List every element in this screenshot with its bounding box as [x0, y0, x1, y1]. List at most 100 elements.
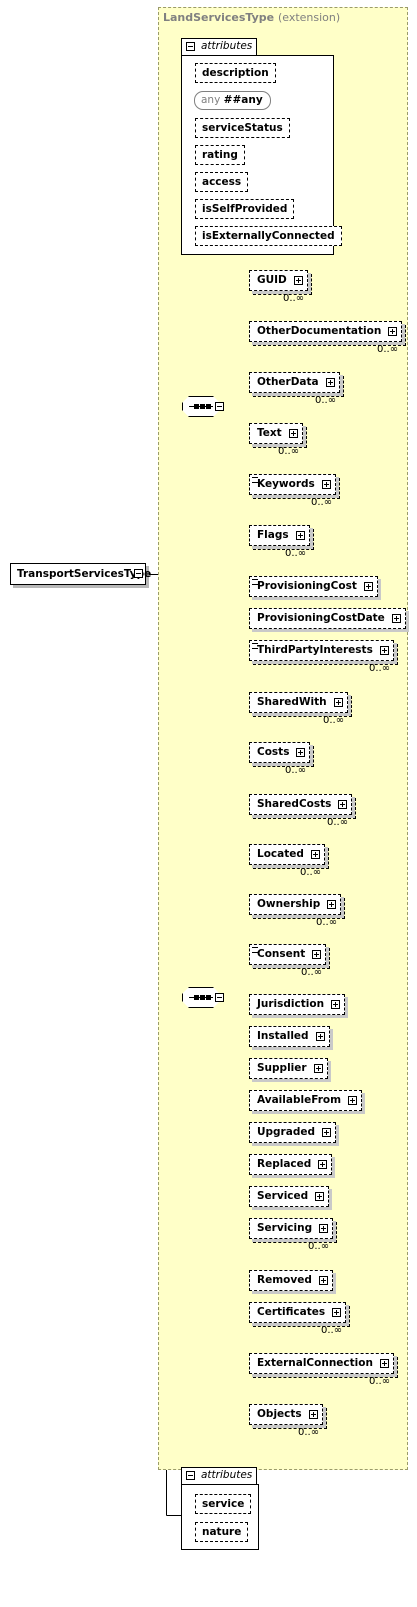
- element-SharedCosts[interactable]: SharedCosts: [249, 794, 357, 819]
- element-Replaced[interactable]: Replaced: [249, 1154, 333, 1175]
- element-Supplier[interactable]: Supplier: [249, 1058, 328, 1079]
- element-Keywords[interactable]: Keywords: [249, 474, 340, 499]
- element-OtherDocumentation[interactable]: OtherDocumentation: [249, 321, 407, 346]
- element-Consent[interactable]: Consent: [249, 944, 331, 969]
- element-OtherData[interactable]: OtherData: [249, 372, 344, 397]
- expand-icon[interactable]: [312, 950, 322, 959]
- element-Objects[interactable]: Objects: [249, 1404, 327, 1429]
- element-label: OtherData: [257, 376, 319, 388]
- element-label: SharedWith: [257, 696, 327, 708]
- element-label: Certificates: [257, 1306, 326, 1318]
- element-Installed[interactable]: Installed: [249, 1026, 330, 1047]
- element-Ownership[interactable]: Ownership: [249, 894, 346, 919]
- expand-icon[interactable]: [327, 900, 337, 909]
- collapse-icon[interactable]: [186, 1471, 195, 1480]
- element-Flags[interactable]: Flags: [249, 525, 314, 550]
- own-attributes-header[interactable]: attributes: [181, 1467, 258, 1484]
- element-label: Consent: [257, 948, 306, 960]
- root-element[interactable]: TransportServicesType: [10, 563, 151, 585]
- cardinality-label: 0..∞: [285, 765, 307, 776]
- element-label: Removed: [257, 1274, 312, 1286]
- expand-icon[interactable]: [293, 276, 303, 285]
- text-content-icon: [252, 643, 258, 649]
- element-ProvisioningCostDate[interactable]: ProvisioningCostDate: [249, 608, 406, 629]
- collapse-icon[interactable]: [134, 569, 143, 578]
- element-Costs[interactable]: Costs: [249, 742, 315, 767]
- attribute-service[interactable]: service: [195, 1494, 252, 1514]
- element-Servicing[interactable]: Servicing: [249, 1218, 338, 1243]
- element-label: Flags: [257, 529, 289, 541]
- element-label: Replaced: [257, 1158, 312, 1170]
- collapse-icon[interactable]: [186, 42, 195, 51]
- expand-icon[interactable]: [318, 1160, 328, 1169]
- element-Serviced[interactable]: Serviced: [249, 1186, 330, 1207]
- expand-icon[interactable]: [315, 1032, 325, 1041]
- element-Text[interactable]: Text: [249, 423, 307, 448]
- element-label: Ownership: [257, 898, 321, 910]
- element-Jurisdiction[interactable]: Jurisdiction: [249, 994, 346, 1015]
- expand-icon[interactable]: [313, 1064, 323, 1073]
- element-Upgraded[interactable]: Upgraded: [249, 1122, 336, 1143]
- expand-icon[interactable]: [310, 850, 320, 859]
- expand-icon[interactable]: [318, 1276, 328, 1285]
- expand-icon[interactable]: [348, 1096, 358, 1105]
- element-label: Costs: [257, 746, 290, 758]
- attribute-nature[interactable]: nature: [195, 1522, 249, 1542]
- base-attributes-header[interactable]: attributes: [181, 38, 258, 55]
- cardinality-label: 0..∞: [298, 1427, 320, 1438]
- element-label: Objects: [257, 1408, 302, 1420]
- expand-icon[interactable]: [319, 1224, 329, 1233]
- cardinality-label: 0..∞: [300, 867, 322, 878]
- extension-note: (extension): [277, 11, 341, 24]
- expand-icon[interactable]: [388, 327, 398, 336]
- expand-icon[interactable]: [296, 748, 306, 757]
- attribute-description[interactable]: description: [195, 63, 276, 83]
- element-Located[interactable]: Located: [249, 844, 329, 869]
- element-label: Jurisdiction: [257, 998, 325, 1010]
- collapse-icon[interactable]: [215, 402, 224, 411]
- element-Certificates[interactable]: Certificates: [249, 1302, 351, 1327]
- collapse-icon[interactable]: [215, 993, 224, 1002]
- element-ProvisioningCost[interactable]: ProvisioningCost: [249, 576, 378, 597]
- expand-icon[interactable]: [321, 480, 331, 489]
- cardinality-label: 0..∞: [285, 548, 307, 559]
- attribute-isExternallyConnected[interactable]: isExternallyConnected: [195, 226, 342, 246]
- expand-icon[interactable]: [332, 1308, 342, 1317]
- expand-icon[interactable]: [315, 1192, 325, 1201]
- element-label: ProvisioningCost: [257, 580, 357, 592]
- attribute-access[interactable]: access: [195, 172, 249, 192]
- cardinality-label: 0..∞: [321, 1325, 343, 1336]
- expand-icon[interactable]: [308, 1410, 318, 1419]
- expand-icon[interactable]: [379, 646, 389, 655]
- element-label: Text: [257, 427, 282, 439]
- element-SharedWith[interactable]: SharedWith: [249, 692, 352, 717]
- attribute-serviceStatus[interactable]: serviceStatus: [195, 118, 290, 138]
- element-AvailableFrom[interactable]: AvailableFrom: [249, 1090, 363, 1111]
- any-attribute[interactable]: any ##any: [194, 91, 271, 110]
- element-ThirdPartyInterests[interactable]: ThirdPartyInterests: [249, 640, 398, 665]
- element-label: AvailableFrom: [257, 1094, 342, 1106]
- cardinality-label: 0..∞: [369, 1376, 391, 1387]
- element-label: Located: [257, 848, 304, 860]
- cardinality-label: 0..∞: [323, 715, 345, 726]
- base-attributes-group: [181, 55, 334, 255]
- expand-icon[interactable]: [338, 800, 348, 809]
- element-ExternalConnection[interactable]: ExternalConnection: [249, 1353, 398, 1378]
- cardinality-label: 0..∞: [278, 446, 300, 457]
- cardinality-label: 0..∞: [316, 917, 338, 928]
- expand-icon[interactable]: [333, 698, 343, 707]
- element-GUID[interactable]: GUID: [249, 270, 312, 295]
- expand-icon[interactable]: [363, 582, 373, 591]
- expand-icon[interactable]: [295, 531, 305, 540]
- root-element-label: TransportServicesType: [17, 568, 152, 580]
- element-Removed[interactable]: Removed: [249, 1270, 333, 1291]
- expand-icon[interactable]: [325, 378, 335, 387]
- expand-icon[interactable]: [331, 1000, 341, 1009]
- expand-icon[interactable]: [321, 1128, 331, 1137]
- cardinality-label: 0..∞: [377, 344, 399, 355]
- expand-icon[interactable]: [391, 614, 401, 623]
- expand-icon[interactable]: [379, 1359, 389, 1368]
- expand-icon[interactable]: [288, 429, 298, 438]
- attribute-isSelfProvided[interactable]: isSelfProvided: [195, 199, 295, 219]
- attribute-rating[interactable]: rating: [195, 145, 245, 165]
